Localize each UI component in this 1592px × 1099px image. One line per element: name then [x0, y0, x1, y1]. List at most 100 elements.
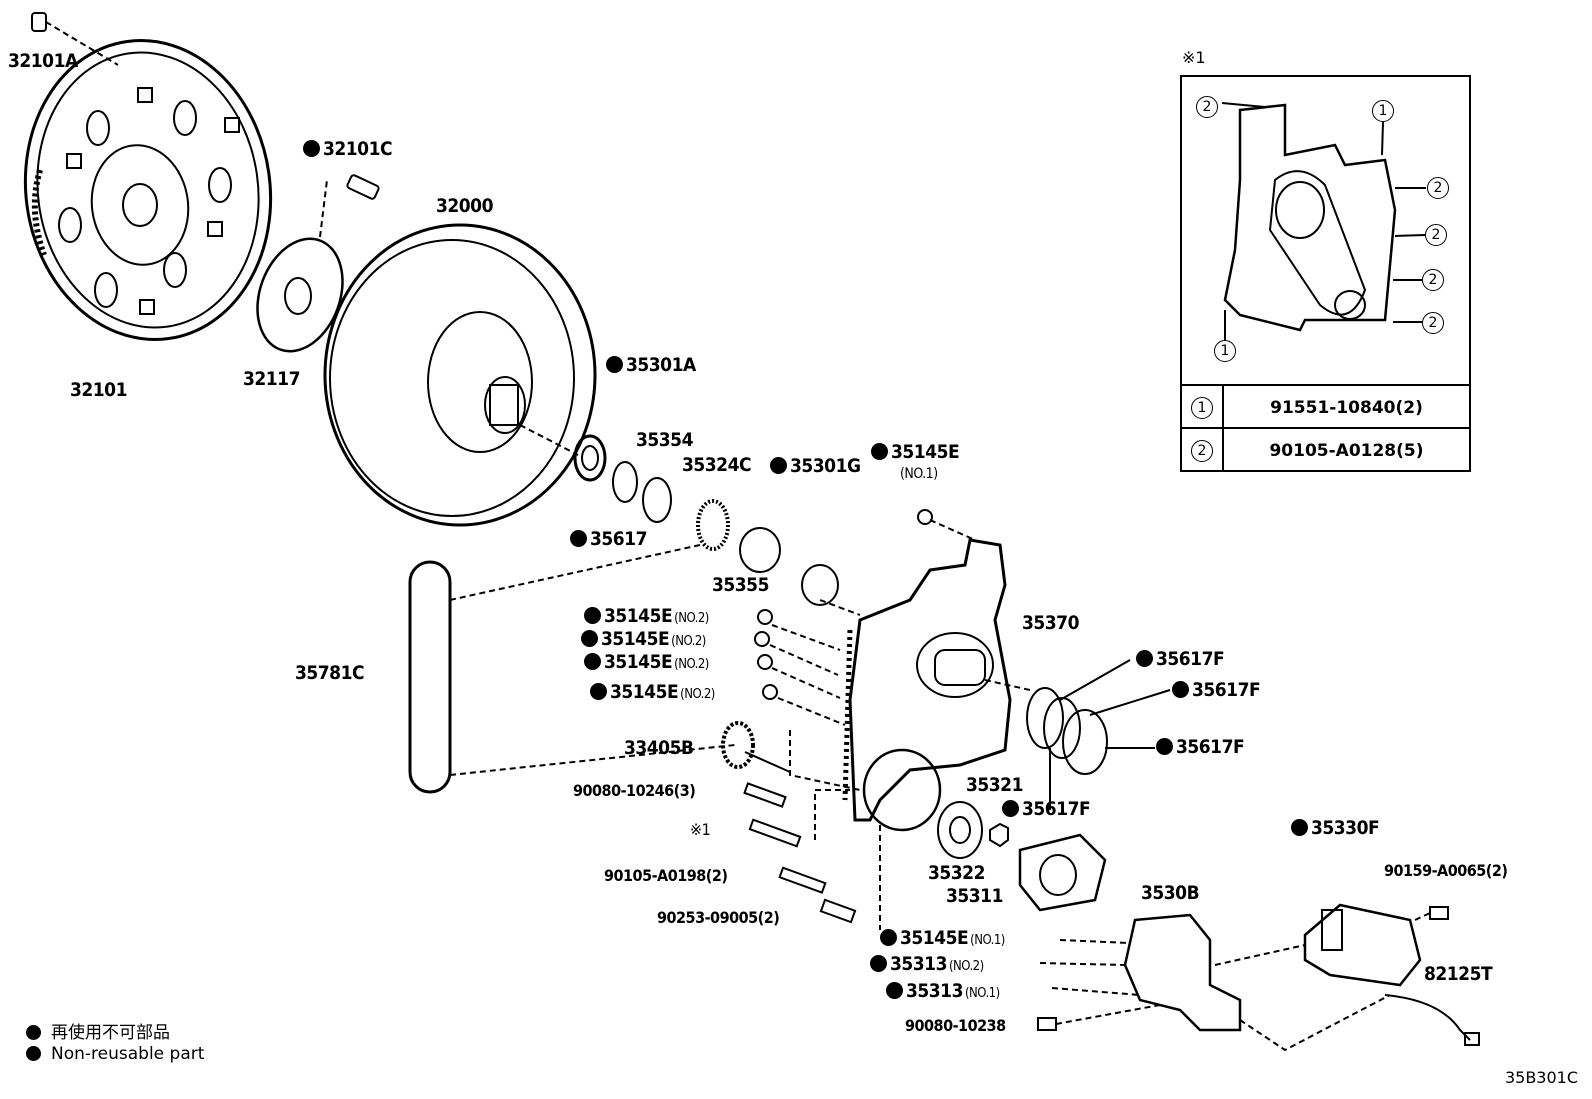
- label-35145E-b: 35145E(NO.2): [581, 630, 706, 649]
- label-ref-mark: ※1: [690, 820, 711, 839]
- label-35145E-b-sub: (NO.2): [671, 634, 706, 649]
- label-35617F-4: 35617F: [1002, 798, 1091, 820]
- label-35145E-top: 35145E: [871, 441, 960, 463]
- rings-35617F-drawing: [1026, 659, 1171, 810]
- washers-drawing: [754, 509, 976, 726]
- label-90159-A0065: 90159-A0065(2): [1384, 861, 1508, 880]
- inset-callout: 2: [1422, 269, 1444, 291]
- label-33405B: 33405B: [624, 737, 694, 759]
- torque-converter-drawing: [323, 223, 597, 527]
- non-reusable-icon: [584, 607, 601, 624]
- label-35145E-a-text: 35145E: [604, 605, 673, 627]
- label-35330F-text: 35330F: [1311, 817, 1380, 839]
- inset-row-1-part: 91551-10840(2): [1270, 397, 1423, 418]
- inset-row-2-part: 90105-A0128(5): [1269, 440, 1424, 461]
- plate-32117-drawing: [256, 174, 380, 353]
- sprocket-and-bolts-drawing: [721, 721, 861, 924]
- label-35321: 35321: [966, 774, 1023, 796]
- label-35145E-top-text: 35145E: [891, 441, 960, 463]
- label-35617F-3-text: 35617F: [1176, 736, 1245, 758]
- label-35145E-d-sub: (NO.2): [680, 687, 715, 702]
- non-reusable-icon: [26, 1025, 41, 1040]
- chain-drawing: [408, 544, 736, 794]
- label-35617-text: 35617: [590, 528, 647, 550]
- label-32117: 32117: [243, 368, 300, 390]
- label-32101A: 32101A: [8, 50, 78, 72]
- inset-note: ※1: [1182, 48, 1206, 67]
- inset-row-1-num-cell: 1: [1182, 386, 1224, 429]
- non-reusable-icon: [1156, 738, 1173, 755]
- non-reusable-icon: [871, 443, 888, 460]
- callout-number-icon: 1: [1191, 396, 1213, 419]
- label-3530B: 3530B: [1141, 882, 1200, 904]
- inset-callout: 1: [1372, 100, 1394, 122]
- non-reusable-icon: [606, 356, 623, 373]
- sensor-drawing: [1239, 994, 1480, 1052]
- label-35313-a-sub: (NO.2): [948, 959, 984, 974]
- non-reusable-icon: [1291, 819, 1308, 836]
- label-35145E-d-text: 35145E: [610, 681, 679, 703]
- label-35617: 35617: [570, 530, 647, 549]
- label-35354: 35354: [636, 429, 693, 451]
- strainer-drawing: [1214, 903, 1449, 987]
- non-reusable-icon: [590, 683, 607, 700]
- non-reusable-icon: [26, 1046, 41, 1061]
- label-32101C-text: 32101C: [323, 138, 393, 160]
- non-reusable-icon: [584, 653, 601, 670]
- label-35145E-e-text: 35145E: [900, 927, 969, 949]
- label-35355: 35355: [712, 574, 769, 596]
- non-reusable-icon: [581, 630, 598, 647]
- seal-and-rings-drawing: [573, 434, 839, 606]
- label-35781C: 35781C: [295, 662, 365, 684]
- label-90080-10238: 90080-10238: [905, 1016, 1006, 1035]
- label-90105-A0198: 90105-A0198(2): [604, 866, 728, 885]
- non-reusable-icon: [570, 530, 587, 547]
- valve-body-drawing: [1037, 913, 1242, 1032]
- non-reusable-icon: [1002, 800, 1019, 817]
- label-35145E-a-sub: (NO.2): [674, 611, 709, 626]
- label-35311: 35311: [946, 885, 1003, 907]
- inset-callout: 2: [1422, 312, 1444, 334]
- figure-code: 35B301C: [1504, 1068, 1578, 1087]
- label-35301A-text: 35301A: [626, 354, 696, 376]
- label-35617F-1: 35617F: [1136, 650, 1225, 669]
- inset-drawing: [1221, 102, 1426, 340]
- label-35145E-c-text: 35145E: [604, 651, 673, 673]
- non-reusable-icon: [770, 457, 787, 474]
- label-35617F-3: 35617F: [1156, 736, 1245, 758]
- label-35322: 35322: [928, 862, 985, 884]
- inset-panel: 1 91551-10840(2) 2 90105-A0128(5): [1180, 75, 1471, 472]
- label-35145E-c: 35145E(NO.2): [584, 653, 709, 672]
- label-35301G-text: 35301G: [790, 455, 861, 477]
- label-35145E-d: 35145E(NO.2): [590, 683, 715, 702]
- callout-number-icon: 2: [1191, 439, 1213, 462]
- non-reusable-icon: [886, 982, 903, 999]
- non-reusable-icon: [870, 955, 887, 972]
- label-35301G: 35301G: [770, 457, 861, 476]
- non-reusable-icon: [880, 929, 897, 946]
- label-35617F-2-text: 35617F: [1192, 679, 1261, 701]
- label-35617F-2: 35617F: [1172, 679, 1261, 701]
- drive-plate-drawing: [23, 38, 273, 342]
- non-reusable-icon: [1172, 681, 1189, 698]
- label-35313-b: 35313(NO.1): [886, 982, 1000, 1001]
- inset-callout: 1: [1214, 340, 1236, 362]
- inset-callout: 2: [1196, 96, 1218, 118]
- bolt-32101A-drawing: [31, 12, 119, 66]
- label-35370: 35370: [1022, 612, 1079, 634]
- label-35617F-4-text: 35617F: [1022, 798, 1091, 820]
- label-35330F: 35330F: [1291, 817, 1380, 839]
- label-35324C: 35324C: [682, 454, 752, 476]
- inset-callout: 2: [1425, 224, 1447, 246]
- label-35313-b-text: 35313: [906, 980, 963, 1002]
- legend-en: Non-reusable part: [26, 1044, 204, 1064]
- inset-row-2-num-cell: 2: [1182, 429, 1224, 472]
- label-32101C: 32101C: [303, 138, 393, 160]
- label-90253-09005: 90253-09005(2): [657, 908, 780, 927]
- label-35145E-b-text: 35145E: [601, 628, 670, 650]
- label-35145E-c-sub: (NO.2): [674, 657, 709, 672]
- label-35313-a-text: 35313: [890, 953, 947, 975]
- legend-jp: 再使用不可部品: [26, 1018, 170, 1043]
- inset-row-1: 1 91551-10840(2): [1182, 384, 1469, 429]
